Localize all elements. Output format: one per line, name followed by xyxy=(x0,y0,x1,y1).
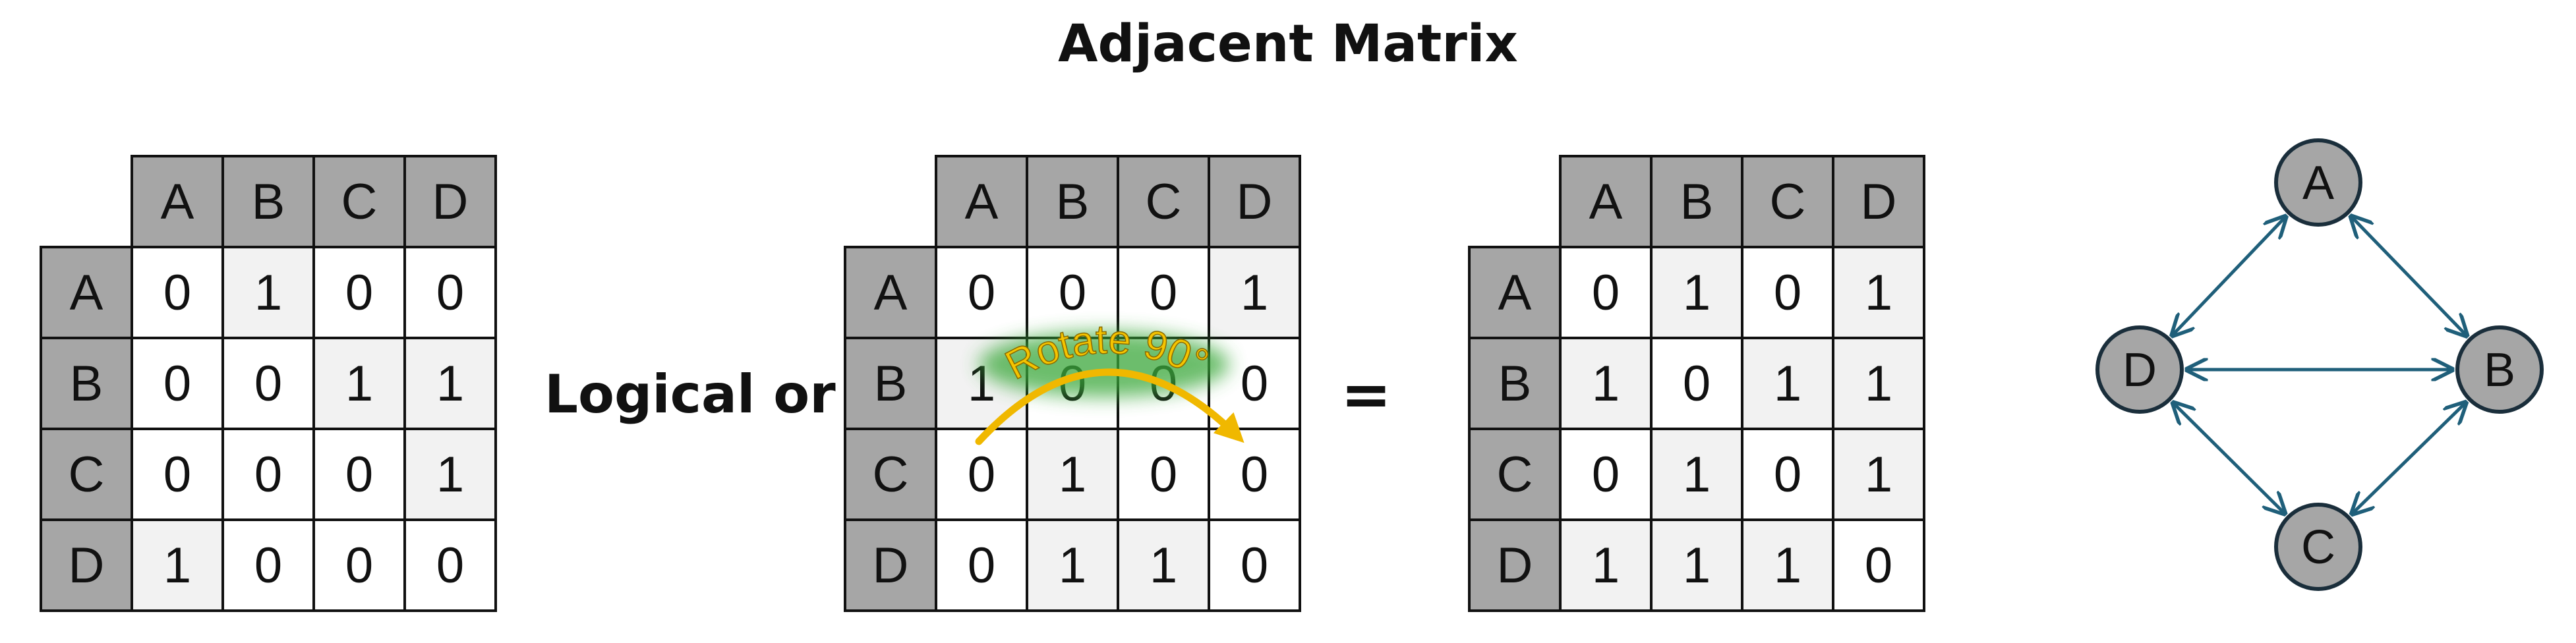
node-label-a: A xyxy=(2302,157,2334,210)
matrix-cell: 0 xyxy=(131,337,224,430)
matrix-cell: 1 xyxy=(1559,518,1653,612)
row-header-b: B xyxy=(40,337,133,430)
matrix-cell: 0 xyxy=(1741,246,1834,339)
node-label-d: D xyxy=(2122,344,2157,397)
row-header-d: D xyxy=(1468,518,1562,612)
matrix-cell: 0 xyxy=(935,518,1028,612)
matrix-cell: 1 xyxy=(221,246,315,339)
matrix-cell: 1 xyxy=(1559,337,1653,430)
column-header-d: D xyxy=(1832,155,1925,248)
row-header-c: C xyxy=(844,428,937,521)
row-header-a: A xyxy=(1468,246,1562,339)
matrix-cell: 1 xyxy=(1117,518,1210,612)
column-header-b: B xyxy=(221,155,315,248)
row-header-a: A xyxy=(844,246,937,339)
matrix-cell: 0 xyxy=(221,337,315,430)
matrix-cell: 0 xyxy=(1650,337,1743,430)
matrix-cell: 1 xyxy=(1208,246,1301,339)
node-b xyxy=(2455,325,2544,414)
column-header-a: A xyxy=(935,155,1028,248)
matrix-cell: 0 xyxy=(1117,246,1210,339)
matrix-cell: 1 xyxy=(1832,337,1925,430)
matrix-cell: 0 xyxy=(312,518,406,612)
edge-d-c xyxy=(2173,403,2285,514)
matrix-cell: 0 xyxy=(221,518,315,612)
edge-a-b xyxy=(2351,217,2467,336)
row-header-c: C xyxy=(1468,428,1562,521)
node-label-b: B xyxy=(2484,344,2515,397)
column-header-c: C xyxy=(1117,155,1210,248)
edge-a-d xyxy=(2173,217,2286,335)
matrix-cell: 1 xyxy=(1741,518,1834,612)
matrix-cell: 0 xyxy=(935,246,1028,339)
column-header-b: B xyxy=(1026,155,1119,248)
matrix-cell: 1 xyxy=(1650,428,1743,521)
matrix-cell: 0 xyxy=(1559,428,1653,521)
matrix-cell: 0 xyxy=(1832,518,1925,612)
column-header-b: B xyxy=(1650,155,1743,248)
column-header-c: C xyxy=(1741,155,1834,248)
matrix-cell: 0 xyxy=(312,428,406,521)
column-header-d: D xyxy=(403,155,497,248)
matrix-cell: 1 xyxy=(131,518,224,612)
matrix-cell: 1 xyxy=(1650,518,1743,612)
row-header-b: B xyxy=(1468,337,1562,430)
row-header-d: D xyxy=(844,518,937,612)
node-c xyxy=(2274,503,2362,591)
matrix-cell: 0 xyxy=(312,246,406,339)
node-d xyxy=(2095,325,2184,414)
matrix-cell: 1 xyxy=(1741,337,1834,430)
matrix-cell: 1 xyxy=(1026,518,1119,612)
matrix-cell: 0 xyxy=(131,428,224,521)
row-header-b: B xyxy=(844,337,937,430)
operator-equals: = xyxy=(1341,359,1392,430)
matrix-cell: 0 xyxy=(403,518,497,612)
matrix-cell: 1 xyxy=(1832,246,1925,339)
page-title: Adjacent Matrix xyxy=(1058,14,1518,74)
row-header-d: D xyxy=(40,518,133,612)
row-header-a: A xyxy=(40,246,133,339)
node-a xyxy=(2274,138,2362,227)
matrix-cell: 0 xyxy=(1741,428,1834,521)
column-header-c: C xyxy=(312,155,406,248)
node-label-c: C xyxy=(2301,521,2335,574)
matrix-cell: 1 xyxy=(403,337,497,430)
column-header-d: D xyxy=(1208,155,1301,248)
matrix-cell: 0 xyxy=(403,246,497,339)
operator-logical-or: Logical or xyxy=(544,364,836,425)
matrix-cell: 0 xyxy=(131,246,224,339)
matrix-cell: 0 xyxy=(221,428,315,521)
column-header-a: A xyxy=(1559,155,1653,248)
matrix-cell: 1 xyxy=(403,428,497,521)
matrix-cell: 0 xyxy=(1208,518,1301,612)
matrix-cell: 1 xyxy=(1832,428,1925,521)
row-header-c: C xyxy=(40,428,133,521)
column-header-a: A xyxy=(131,155,224,248)
edge-c-b xyxy=(2352,403,2465,513)
matrix-cell: 0 xyxy=(1026,246,1119,339)
matrix-cell: 0 xyxy=(1559,246,1653,339)
matrix-cell: 1 xyxy=(1650,246,1743,339)
matrix-cell: 1 xyxy=(312,337,406,430)
